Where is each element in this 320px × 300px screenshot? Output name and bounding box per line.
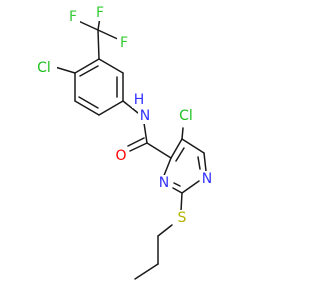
bond-cf3-ring xyxy=(97,29,100,60)
bond-ring-a4-inner xyxy=(78,96,99,109)
bond-ring-n xyxy=(122,100,139,114)
bond-n-c xyxy=(143,122,148,144)
bonds xyxy=(54,16,207,280)
fluorine-atom-1: F xyxy=(69,9,77,25)
bond-ring-a3 xyxy=(98,100,124,116)
bond-ring-a1 xyxy=(98,58,124,74)
carbonyl-oxygen-atom: O xyxy=(115,148,126,164)
bond-pyr-s xyxy=(180,192,183,212)
pyrimidine-nitrogen-atom-lower: N xyxy=(159,175,169,191)
bond-ring-a4 xyxy=(74,100,100,116)
pyrimidine-nitrogen-atom-upper: N xyxy=(202,171,212,187)
bond-ring-a6 xyxy=(74,58,100,74)
bond-pyr-5-inner xyxy=(173,182,181,187)
bond-pyr-3 xyxy=(203,152,207,172)
bond-pyr-cl xyxy=(181,127,184,140)
bond-c-pyr xyxy=(146,142,172,159)
bond-pyr-6 xyxy=(162,157,172,179)
bond-ring-a6-inner xyxy=(79,65,99,77)
bond-pyr-4 xyxy=(181,180,200,194)
atom-labels: Cl F F F N H O Cl N N S xyxy=(31,5,214,226)
amide-hydrogen-atom: H xyxy=(134,92,145,108)
bond-ring-cl xyxy=(54,66,76,74)
sulfur-atom: S xyxy=(178,210,187,226)
bond-pyr-5 xyxy=(172,187,183,194)
bond-c-o-2 xyxy=(127,137,145,147)
bond-pyr-3-inner xyxy=(197,156,201,170)
fluorine-atom-3: F xyxy=(120,35,128,51)
bond-pyr-2 xyxy=(181,138,205,154)
fluorine-atom-2: F xyxy=(96,5,104,21)
chlorine-atom-aryl: Cl xyxy=(37,60,51,76)
amide-nitrogen-atom: N xyxy=(140,108,150,124)
chlorine-atom-pyrimidine: Cl xyxy=(179,108,193,124)
bond-pyr-1-inner xyxy=(175,147,185,162)
molecule-diagram: Cl F F F N H O Cl N N S xyxy=(31,5,214,280)
bond-c2-c3 xyxy=(134,263,159,280)
bond-c-o-1 xyxy=(129,142,148,152)
bond-pyr-1 xyxy=(170,138,183,159)
bond-s-c1 xyxy=(157,224,173,237)
